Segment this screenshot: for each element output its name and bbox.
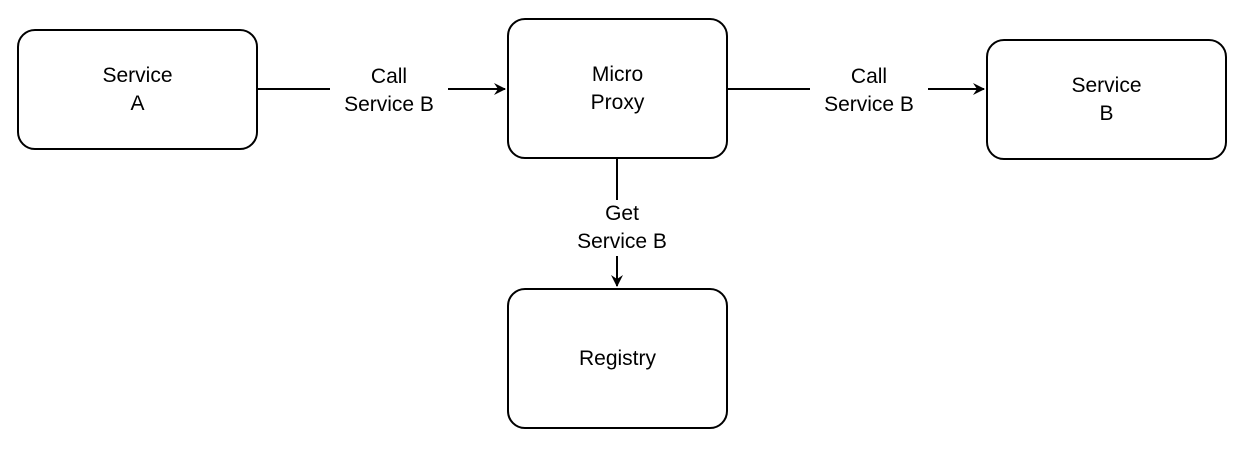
service-a-label: Service A bbox=[102, 63, 173, 115]
edge-label-get-service-b: Get Service B bbox=[563, 200, 681, 256]
service-b-node[interactable]: Service B bbox=[986, 39, 1227, 160]
edge-label-call-service-b-2: Call Service B bbox=[810, 63, 928, 119]
micro-proxy-node[interactable]: Micro Proxy bbox=[507, 18, 728, 159]
registry-label: Registry bbox=[578, 346, 657, 370]
micro-proxy-label: Micro Proxy bbox=[590, 62, 645, 114]
registry-node[interactable]: Registry bbox=[507, 288, 728, 429]
service-b-label: Service B bbox=[1071, 73, 1142, 125]
edge-label-call-service-b-1: Call Service B bbox=[330, 63, 448, 119]
service-a-node[interactable]: Service A bbox=[17, 29, 258, 150]
